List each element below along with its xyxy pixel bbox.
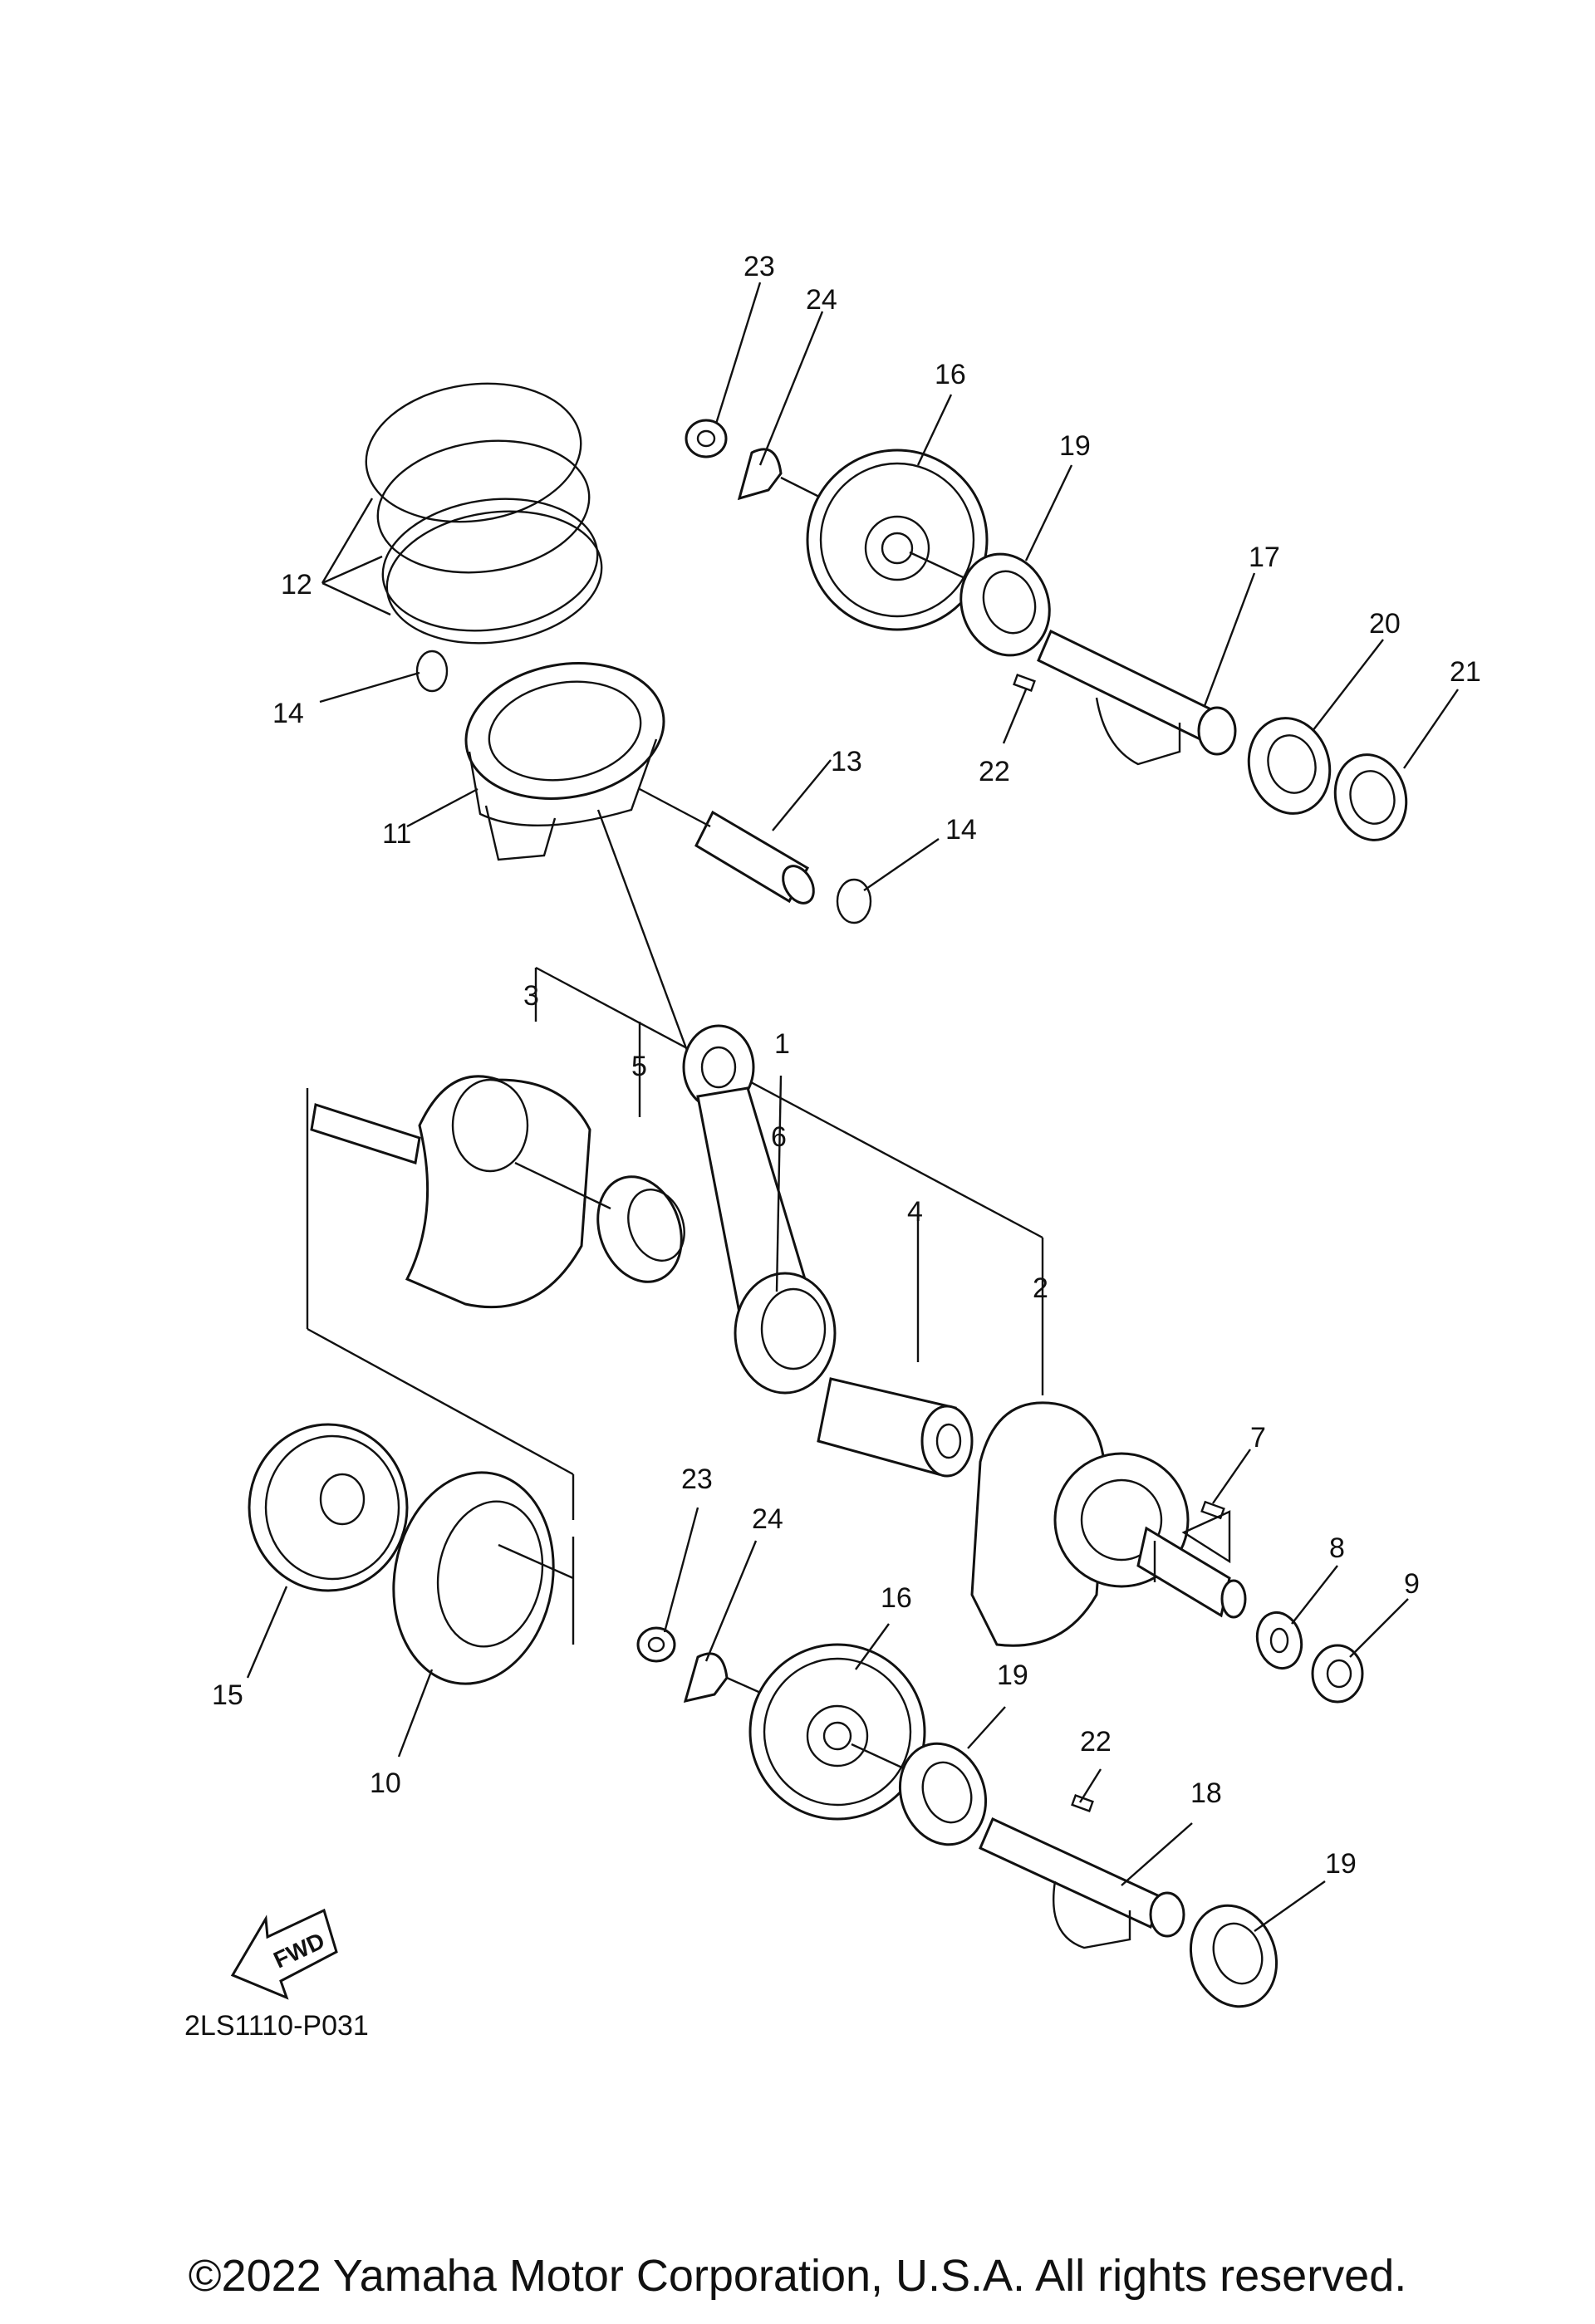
fwd-arrow-icon <box>230 1908 338 2000</box>
crank-bearing <box>392 1471 555 1685</box>
callout-1: 1 <box>774 1028 790 1060</box>
piston <box>464 662 665 861</box>
balancer-shaft-top <box>1037 629 1237 766</box>
nut-top <box>685 419 728 458</box>
callout-7: 7 <box>1250 1422 1266 1454</box>
callout-19-top: 19 <box>1059 430 1091 462</box>
lock-washer-bottom <box>683 1652 729 1704</box>
callout-23-top: 23 <box>744 251 775 282</box>
callout-6: 6 <box>771 1121 787 1153</box>
callout-13: 13 <box>831 746 862 777</box>
callout-10: 10 <box>370 1768 401 1799</box>
bearing-bottom-1 <box>898 1742 988 1846</box>
callout-18: 18 <box>1190 1777 1222 1809</box>
callout-16-bottom: 16 <box>881 1582 912 1614</box>
crank-pin <box>817 1377 974 1478</box>
bearing-top-2 <box>1247 717 1332 815</box>
key-bottom <box>1071 1794 1094 1812</box>
callout-5: 5 <box>631 1051 647 1082</box>
leader-lines <box>246 282 1459 1932</box>
callout-23-bottom: 23 <box>681 1464 713 1495</box>
callout-15: 15 <box>212 1679 243 1711</box>
callout-12: 12 <box>281 569 312 601</box>
callout-19-mid: 19 <box>997 1660 1028 1691</box>
key-top <box>1013 674 1036 692</box>
callout-22-bottom: 22 <box>1080 1726 1112 1758</box>
callout-16-top: 16 <box>935 359 966 390</box>
callout-21: 21 <box>1450 656 1481 688</box>
needle-bearing <box>596 1175 685 1283</box>
callout-4: 4 <box>907 1196 923 1228</box>
callout-3: 3 <box>523 980 539 1012</box>
balancer-shaft-bottom <box>979 1817 1185 1949</box>
lock-washer-top <box>737 448 783 501</box>
balancer-gear-top <box>806 449 989 631</box>
crank-washer <box>1255 1611 1303 1670</box>
nut-bottom <box>636 1626 676 1663</box>
crank-key <box>1200 1500 1225 1520</box>
bearing-bottom-2 <box>1189 1904 1278 2008</box>
callout-9: 9 <box>1404 1568 1420 1600</box>
callout-11: 11 <box>382 818 411 850</box>
callout-14-right: 14 <box>945 814 977 846</box>
callout-20: 20 <box>1369 608 1401 640</box>
copyright-notice: ©2022 Yamaha Motor Corporation, U.S.A. A… <box>189 2251 1407 2301</box>
callout-17: 17 <box>1249 542 1280 573</box>
crank-nut <box>1311 1644 1364 1704</box>
callout-22-top: 22 <box>979 756 1010 787</box>
bearing-top-1 <box>959 552 1051 657</box>
oil-seal <box>1333 753 1408 841</box>
diagram-reference-code: 2LS1110-P031 <box>184 2010 369 2042</box>
crank-left <box>310 1075 591 1309</box>
piston-pin-clip-left <box>415 650 449 693</box>
piston-pin-clip-right <box>836 878 872 924</box>
callout-24-bottom: 24 <box>752 1503 783 1535</box>
callout-8: 8 <box>1329 1532 1345 1564</box>
callout-19-bottom: 19 <box>1325 1848 1357 1880</box>
drive-gear <box>248 1423 409 1592</box>
connecting-rod <box>682 1024 837 1395</box>
piston-ring-set <box>365 382 603 645</box>
piston-pin <box>694 810 815 905</box>
callout-2: 2 <box>1033 1272 1048 1304</box>
crank-right <box>970 1401 1247 1647</box>
balancer-gear-bottom <box>748 1643 926 1821</box>
callout-24-top: 24 <box>806 284 837 316</box>
callout-14-left: 14 <box>272 698 304 729</box>
